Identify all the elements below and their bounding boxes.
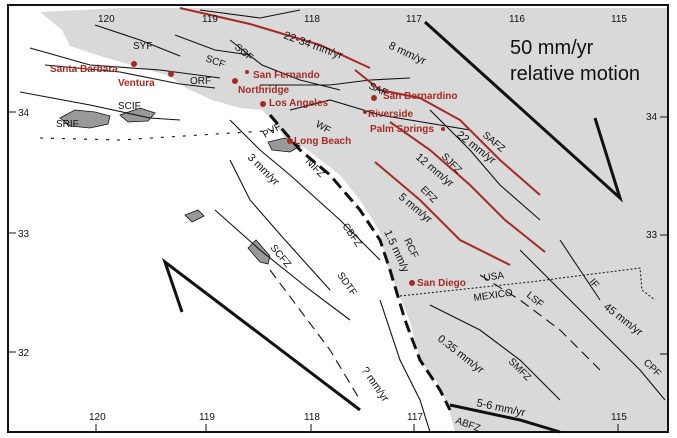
cities: Santa Barbara Ventura San Fernando North… [50, 61, 466, 289]
svg-text:ORF: ORF [190, 76, 211, 87]
city-riverside: Riverside [368, 109, 413, 120]
svg-text:116: 116 [509, 14, 525, 25]
svg-text:120: 120 [89, 412, 106, 423]
svg-text:34: 34 [646, 112, 658, 123]
svg-text:33: 33 [18, 229, 30, 240]
city-san-bernardino: San Bernardino [383, 91, 457, 102]
city-northridge: Northridge [238, 85, 290, 96]
lon-ticks-bottom: 120 119 118 117 115 [89, 412, 627, 432]
island-santa-rosa [59, 109, 111, 129]
coastal-fault-dashed [268, 114, 452, 411]
svg-text:117: 117 [406, 14, 422, 25]
mexico-label: MEXICO [473, 288, 514, 304]
city-san-fernando: San Fernando [253, 70, 320, 81]
usa-label: USA [483, 270, 505, 284]
relative-motion-arrow-sw [162, 257, 361, 412]
svg-text:33: 33 [646, 230, 658, 241]
us-mexico-border [399, 267, 656, 301]
city-ventura: Ventura [118, 78, 155, 89]
svg-text:SCIF: SCIF [118, 101, 141, 112]
svg-text:SRIF: SRIF [56, 119, 79, 130]
faults-black [19, 9, 666, 434]
svg-text:115: 115 [611, 14, 627, 25]
land-area [40, 8, 668, 432]
relative-motion-text: relative motion [510, 63, 640, 85]
svg-text:117: 117 [407, 412, 423, 423]
lat-ticks-left: 34 33 32 [8, 108, 30, 359]
svg-text:32: 32 [18, 348, 30, 359]
relative-motion-rate: 50 mm/yr [510, 37, 594, 59]
island-san-nicolas [184, 209, 205, 223]
city-los-angeles: Los Angeles [269, 98, 329, 109]
svg-text:120: 120 [98, 14, 115, 25]
city-palm-springs: Palm Springs [370, 124, 434, 135]
city-long-beach: Long Beach [294, 136, 351, 147]
city-santa-barbara: Santa Barbara [50, 64, 118, 75]
svg-text:34: 34 [18, 108, 30, 119]
city-san-diego: San Diego [417, 278, 466, 289]
lon-ticks-top: 120 119 118 117 116 115 [98, 14, 627, 25]
relative-motion-arrow-ne [423, 20, 624, 203]
svg-text:118: 118 [304, 14, 320, 25]
svg-text:119: 119 [202, 14, 218, 25]
island-san-clemente [247, 239, 271, 265]
svg-text:118: 118 [304, 412, 320, 423]
svg-text:115: 115 [611, 412, 627, 423]
island-catalina [267, 137, 301, 153]
svg-text:SYF: SYF [133, 41, 152, 52]
svg-text:119: 119 [199, 412, 215, 423]
map-frame [7, 4, 669, 433]
lat-ticks-right: 34 33 [646, 112, 668, 355]
faults-red [179, 7, 546, 266]
